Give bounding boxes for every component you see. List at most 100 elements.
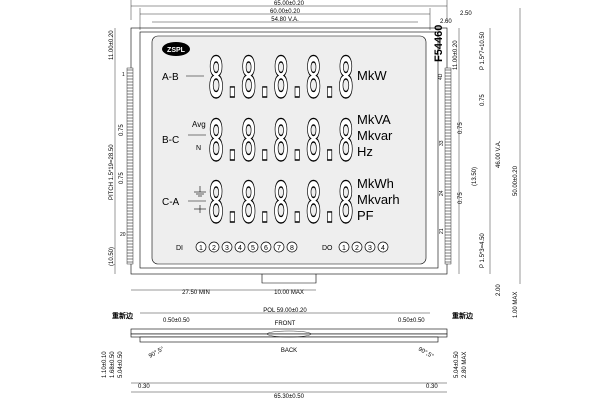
left-pin-strip: 1 20 xyxy=(120,67,134,265)
do-indicator-3 xyxy=(364,241,376,253)
viewing-area xyxy=(151,35,427,265)
part-prefix: 4D xyxy=(438,73,444,80)
right-gap2-dim: 2.60 xyxy=(440,19,452,25)
left-gap-dim: 0.50±0.50 xyxy=(163,318,190,324)
side-l2-dim: 1.68±0.50 xyxy=(110,351,116,378)
di-indicator-label: 3 xyxy=(225,245,229,252)
row-label-ab: A-B xyxy=(162,72,179,83)
logo-icon xyxy=(162,42,190,56)
logo-text: ZSPL xyxy=(167,47,186,54)
right-bottom-gap-dim: 2.00 xyxy=(496,284,502,296)
right-gap-dim: 2.50 xyxy=(460,11,472,17)
left-top-offset-dim: 11.00±0.20 xyxy=(109,30,115,60)
row-sub-avg: Avg xyxy=(192,120,206,129)
right-va-dim: 46.00 V.A. xyxy=(496,140,502,168)
angle-right: 90°,5° xyxy=(417,347,435,361)
side-l1-dim: 1.10±0.10 xyxy=(102,351,108,378)
unit-hz: Hz xyxy=(357,144,373,159)
right-tag: 重新边 xyxy=(452,311,474,320)
side-r2-dim: 2.80 MAX xyxy=(462,352,468,378)
di-indicator-7 xyxy=(273,241,285,253)
do-label: DO xyxy=(322,245,333,252)
right-top-offset-dim: 11.00±0.20 xyxy=(453,40,459,70)
pin-label-1: 1 xyxy=(122,72,125,78)
ground-icon xyxy=(194,186,206,197)
left-pitch-dim: PITCH 1.5*19=28.50 xyxy=(109,144,115,200)
right-p1-dim: 0.75 xyxy=(480,94,486,106)
di-indicator-label: 4 xyxy=(238,245,242,252)
row-label-bc: B-C xyxy=(162,135,179,146)
right-p2-dim: (13.50) xyxy=(472,167,478,186)
lcd-content: ZSPL A-B B-C Avg N C-A 8.8.8.8.8 8.8.8.8… xyxy=(162,25,445,253)
row-label-ca: C-A xyxy=(162,197,180,208)
di-indicator-6 xyxy=(260,241,272,253)
do-indicator-label: 4 xyxy=(381,245,385,252)
di-indicator-3 xyxy=(221,241,233,253)
side-gap-right-dim: 0.30 xyxy=(426,384,438,390)
side-overall-dim: 65.30±0.50 xyxy=(274,394,305,400)
digits-row-1: 8.8.8.8.8 xyxy=(208,46,354,111)
right-pin-strip xyxy=(444,67,452,265)
left-tag: 重新边 xyxy=(112,311,134,320)
angle-left: 90°,5° xyxy=(148,346,166,360)
side-r1-dim: 5.04±0.50 xyxy=(454,351,460,378)
digits-row-2: 8.8.8.8.8 xyxy=(208,109,354,174)
do-indicator-label: 1 xyxy=(342,245,346,252)
va-width-dim: 54.80 V.A. xyxy=(271,17,299,23)
unit-mkvar: Mkvar xyxy=(357,128,393,143)
connector-tab xyxy=(261,274,317,284)
minus-icon xyxy=(194,205,206,213)
bottom-dimensions: 27.50 MIN 10.00 MAX xyxy=(131,274,317,296)
bottom-min-dim: 27.50 MIN xyxy=(182,290,210,296)
inner-width-dim: 60.00±0.20 xyxy=(270,9,301,15)
digits-row-3: 8.8.8.8.8 xyxy=(208,171,354,236)
overall-width-dim: 65.00±0.20 xyxy=(274,1,305,7)
do-indicators: 1 2 3 4 xyxy=(338,241,389,253)
bottom-center-dim: 10.00 MAX xyxy=(274,290,304,296)
side-view: POL 59.00±0.20 FRONT 0.50±0.50 0.50±0.50… xyxy=(102,308,474,400)
pin-label-21: 21 xyxy=(439,228,445,234)
unit-mkva: MkVA xyxy=(357,112,391,127)
right-gap-dim: 0.50±0.50 xyxy=(398,318,425,324)
row-sub-n: N xyxy=(196,145,201,152)
side-l3-dim: 5.04±0.50 xyxy=(118,351,124,378)
left-pitch-small2-dim: 0.75 xyxy=(119,172,125,184)
do-indicator-label: 3 xyxy=(368,245,372,252)
di-indicator-2 xyxy=(208,241,220,253)
right-p4-dim: 0.75 xyxy=(458,192,464,204)
di-indicator-label: 2 xyxy=(212,245,216,252)
pin-label-20: 20 xyxy=(120,232,126,238)
di-indicator-label: 1 xyxy=(199,245,203,252)
right-dimensions: 11.00±0.20 P 1.5*7=10.50 0.75 (13.50) 0.… xyxy=(439,8,521,318)
unit-mkw: MkW xyxy=(357,68,387,83)
di-indicator-5 xyxy=(247,241,259,253)
unit-mkwh: MkWh xyxy=(357,176,394,191)
do-indicator-label: 2 xyxy=(355,245,359,252)
right-max-dim: 1.00 MAX xyxy=(513,292,519,318)
unit-mkvarh: Mkvarh xyxy=(357,192,400,207)
di-indicator-1 xyxy=(195,241,207,253)
di-indicator-4 xyxy=(234,241,246,253)
side-gap-left-dim: 0.30 xyxy=(138,384,150,390)
do-indicator-2 xyxy=(351,241,363,253)
di-indicator-label: 6 xyxy=(264,245,268,252)
pin-label-24: 24 xyxy=(439,190,445,196)
di-indicator-8 xyxy=(286,241,298,253)
left-dimensions: 11.00±0.20 PITCH 1.5*19=28.50 0.75 0.75 … xyxy=(109,28,125,274)
front-center-mark xyxy=(266,330,312,338)
do-indicator-1 xyxy=(338,241,350,253)
left-pitch-small-dim: 0.75 xyxy=(119,124,125,136)
right-overall-dim: 50.00±0.20 xyxy=(513,165,519,196)
pol-dim: POL 59.00±0.20 xyxy=(263,308,307,314)
left-bottom-dim: (10.50) xyxy=(109,247,115,266)
glass-inner xyxy=(139,31,439,269)
right-p5-dim: P 1.5*3=4.50 xyxy=(480,233,486,268)
right-pitch-dim: P 1.5*7=10.50 xyxy=(480,31,486,70)
front-label: FRONT xyxy=(275,321,296,327)
do-indicator-4 xyxy=(377,241,389,253)
di-indicator-label: 5 xyxy=(251,245,255,252)
di-indicator-label: 8 xyxy=(290,245,294,252)
pin-label-33: 33 xyxy=(439,140,445,146)
